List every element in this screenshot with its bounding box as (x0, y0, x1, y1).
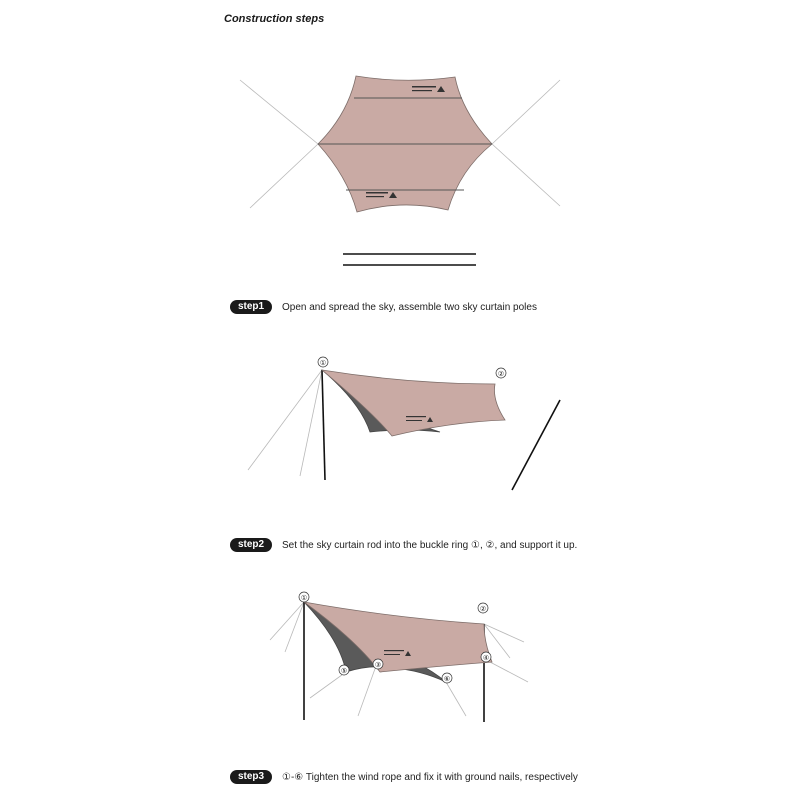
marker-6 (441, 672, 453, 684)
brand-logo (366, 192, 397, 198)
guy-rope (491, 143, 561, 207)
marker-label: ② (480, 605, 486, 613)
tarp (320, 369, 506, 437)
step-description: Set the sky curtain rod into the buckle … (282, 539, 578, 551)
tarp (303, 601, 493, 673)
step-1: step1 Open and spread the sky, assemble … (230, 300, 537, 314)
marker-label: ③ (375, 661, 381, 669)
guy-rope (445, 681, 467, 717)
step-description: Open and spread the sky, assemble two sk… (282, 301, 537, 313)
marker-label: ① (301, 594, 307, 602)
step1-illustration: ① ② (247, 356, 561, 491)
spread-tarp-illustration (239, 75, 561, 266)
guy-rope (491, 79, 561, 145)
marker-4 (480, 651, 492, 663)
marker-label: ⑤ (341, 667, 347, 675)
marker-label: ④ (483, 654, 489, 662)
guy-rope (483, 623, 525, 643)
step-2: step2 Set the sky curtain rod into the b… (230, 538, 577, 552)
tent-pole (511, 399, 561, 491)
brand-logo (412, 86, 445, 92)
marker-1 (298, 591, 310, 603)
step-badge: step2 (230, 538, 272, 552)
guy-rope (489, 661, 529, 683)
marker-2 (495, 367, 507, 379)
step-3: step3 ①-⑥ Tighten the wind rope and fix … (230, 770, 578, 784)
guy-rope (269, 601, 305, 641)
guy-rope (239, 79, 319, 145)
marker-1 (317, 356, 329, 368)
step-badge: step3 (230, 770, 272, 784)
tent-pole (321, 369, 326, 481)
guy-rope (284, 601, 305, 653)
step-badge: step1 (230, 300, 272, 314)
step-description: ①-⑥ Tighten the wind rope and fix it wit… (282, 771, 578, 783)
page-title: Construction steps (224, 13, 325, 25)
marker-label: ① (320, 359, 326, 367)
brand-logo (384, 650, 411, 656)
brand-logo (406, 416, 433, 422)
marker-5 (338, 664, 350, 676)
guy-rope (357, 665, 377, 717)
marker-label: ⑥ (444, 675, 450, 683)
marker-2 (477, 602, 489, 614)
guy-rope (249, 143, 319, 209)
guy-rope (299, 369, 323, 477)
guy-rope (309, 671, 347, 699)
marker-label: ② (498, 370, 504, 378)
step2-illustration: ① ② ③ ④ ⑤ ⑥ (269, 591, 529, 722)
marker-3 (372, 658, 384, 670)
guy-rope (247, 369, 323, 471)
guy-rope (483, 623, 511, 659)
